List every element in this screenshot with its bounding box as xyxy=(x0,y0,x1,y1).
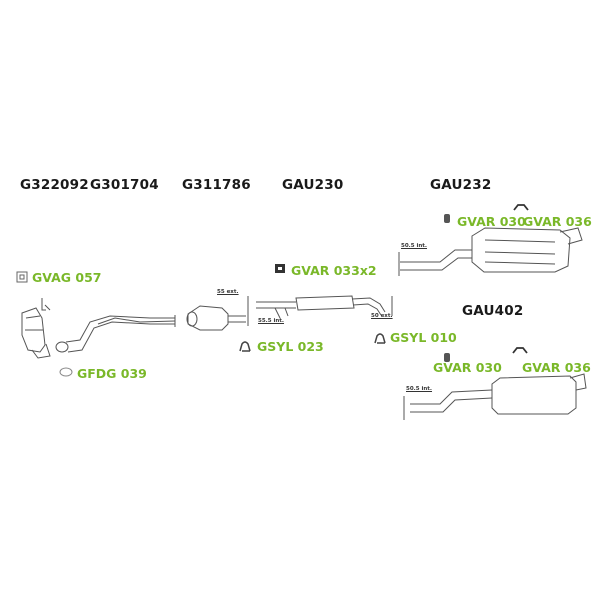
part-label-g322092: G322092 xyxy=(20,177,89,193)
accessory-label: GVAR 036 xyxy=(522,360,591,375)
centre-section-gau230 xyxy=(247,295,393,326)
gasket-icon xyxy=(16,271,28,283)
rubber-mount-icon xyxy=(444,353,450,362)
accessory-label: GSYL 010 xyxy=(390,330,457,345)
clamp-icon xyxy=(239,341,251,352)
catalytic-converter-g322092 xyxy=(21,298,51,359)
dimension-label: 50 ext. xyxy=(371,313,393,319)
accessory-label: GSYL 023 xyxy=(257,339,324,354)
hanger-icon xyxy=(513,204,529,211)
front-pipe-g301704 xyxy=(55,315,176,353)
rubber-mount-icon xyxy=(444,214,450,223)
rubber-mount-icon xyxy=(275,264,285,273)
clamp-icon xyxy=(374,333,386,344)
part-label-gau230: GAU230 xyxy=(282,177,344,193)
rear-silencer-gau402 xyxy=(403,373,587,420)
dimension-label: 50.5 int. xyxy=(401,243,428,249)
part-label-g301704: G301704 xyxy=(90,177,159,193)
rear-silencer-gau232 xyxy=(398,227,583,276)
accessory-label: GFDG 039 xyxy=(77,366,147,381)
dimension-label: 50.5 int. xyxy=(406,386,433,392)
dimension-label: 55 ext. xyxy=(217,289,239,295)
dimension-label: 55.5 int. xyxy=(258,318,285,324)
flange-gasket-icon xyxy=(59,367,73,377)
part-label-gau232: GAU232 xyxy=(430,177,492,193)
part-label-g311786: G311786 xyxy=(182,177,251,193)
hanger-icon xyxy=(512,347,528,354)
catalyst-g311786 xyxy=(186,305,246,331)
accessory-label: GVAR 030 xyxy=(433,360,502,375)
part-label-gau402: GAU402 xyxy=(462,303,524,319)
accessory-label: GVAR 036 xyxy=(523,214,592,229)
accessory-label: GVAR 033x2 xyxy=(291,263,377,278)
accessory-label: GVAG 057 xyxy=(32,270,102,285)
accessory-label: GVAR 030 xyxy=(457,214,526,229)
